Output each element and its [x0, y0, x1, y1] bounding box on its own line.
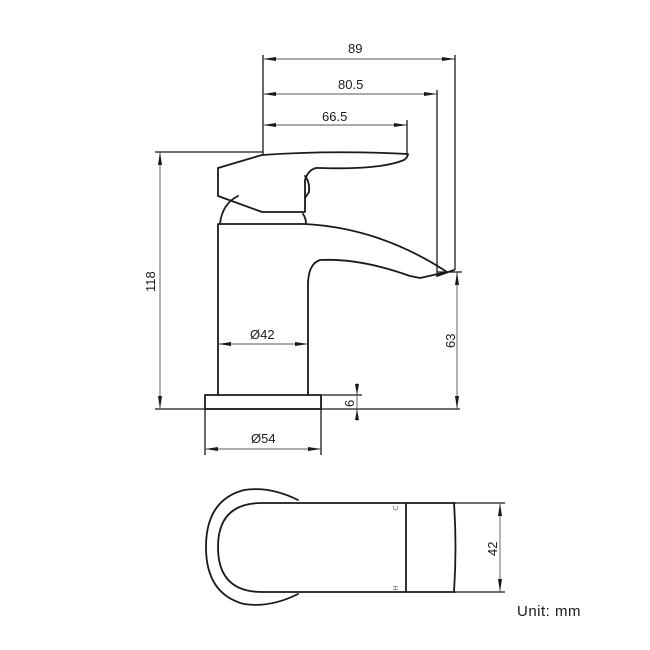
handle-detail — [304, 175, 311, 199]
base-outline-arc — [205, 488, 299, 606]
handle-dome-right — [302, 213, 307, 225]
dim-spout-reach: 80.5 — [338, 77, 363, 92]
spout-tip — [436, 269, 455, 277]
handle-lever — [217, 151, 409, 213]
dim-handle-reach: 66.5 — [322, 109, 347, 124]
top-view: C H 42 — [205, 488, 505, 606]
side-view — [204, 151, 455, 410]
handle-dome-left — [219, 195, 239, 225]
body-top-outline — [217, 502, 456, 593]
base-plate — [204, 394, 322, 410]
dim-body-diameter: Ø42 — [250, 327, 275, 342]
dim-top-width: 42 — [485, 542, 500, 556]
unit-label: Unit: mm — [517, 603, 581, 620]
body-spout-outline — [217, 223, 448, 396]
dim-overall-height: 118 — [143, 271, 158, 292]
hot-marking: H — [393, 585, 400, 590]
spout-end — [453, 502, 457, 593]
dim-base-thickness: 6 — [342, 400, 357, 407]
cold-marking: C — [393, 505, 400, 510]
dim-overall-reach: 89 — [348, 41, 362, 56]
dim-spout-height: 63 — [443, 334, 458, 348]
dim-base-diameter: Ø54 — [251, 431, 276, 446]
side-view-dimensions: 89 80.5 66.5 118 63 6 — [143, 41, 462, 455]
